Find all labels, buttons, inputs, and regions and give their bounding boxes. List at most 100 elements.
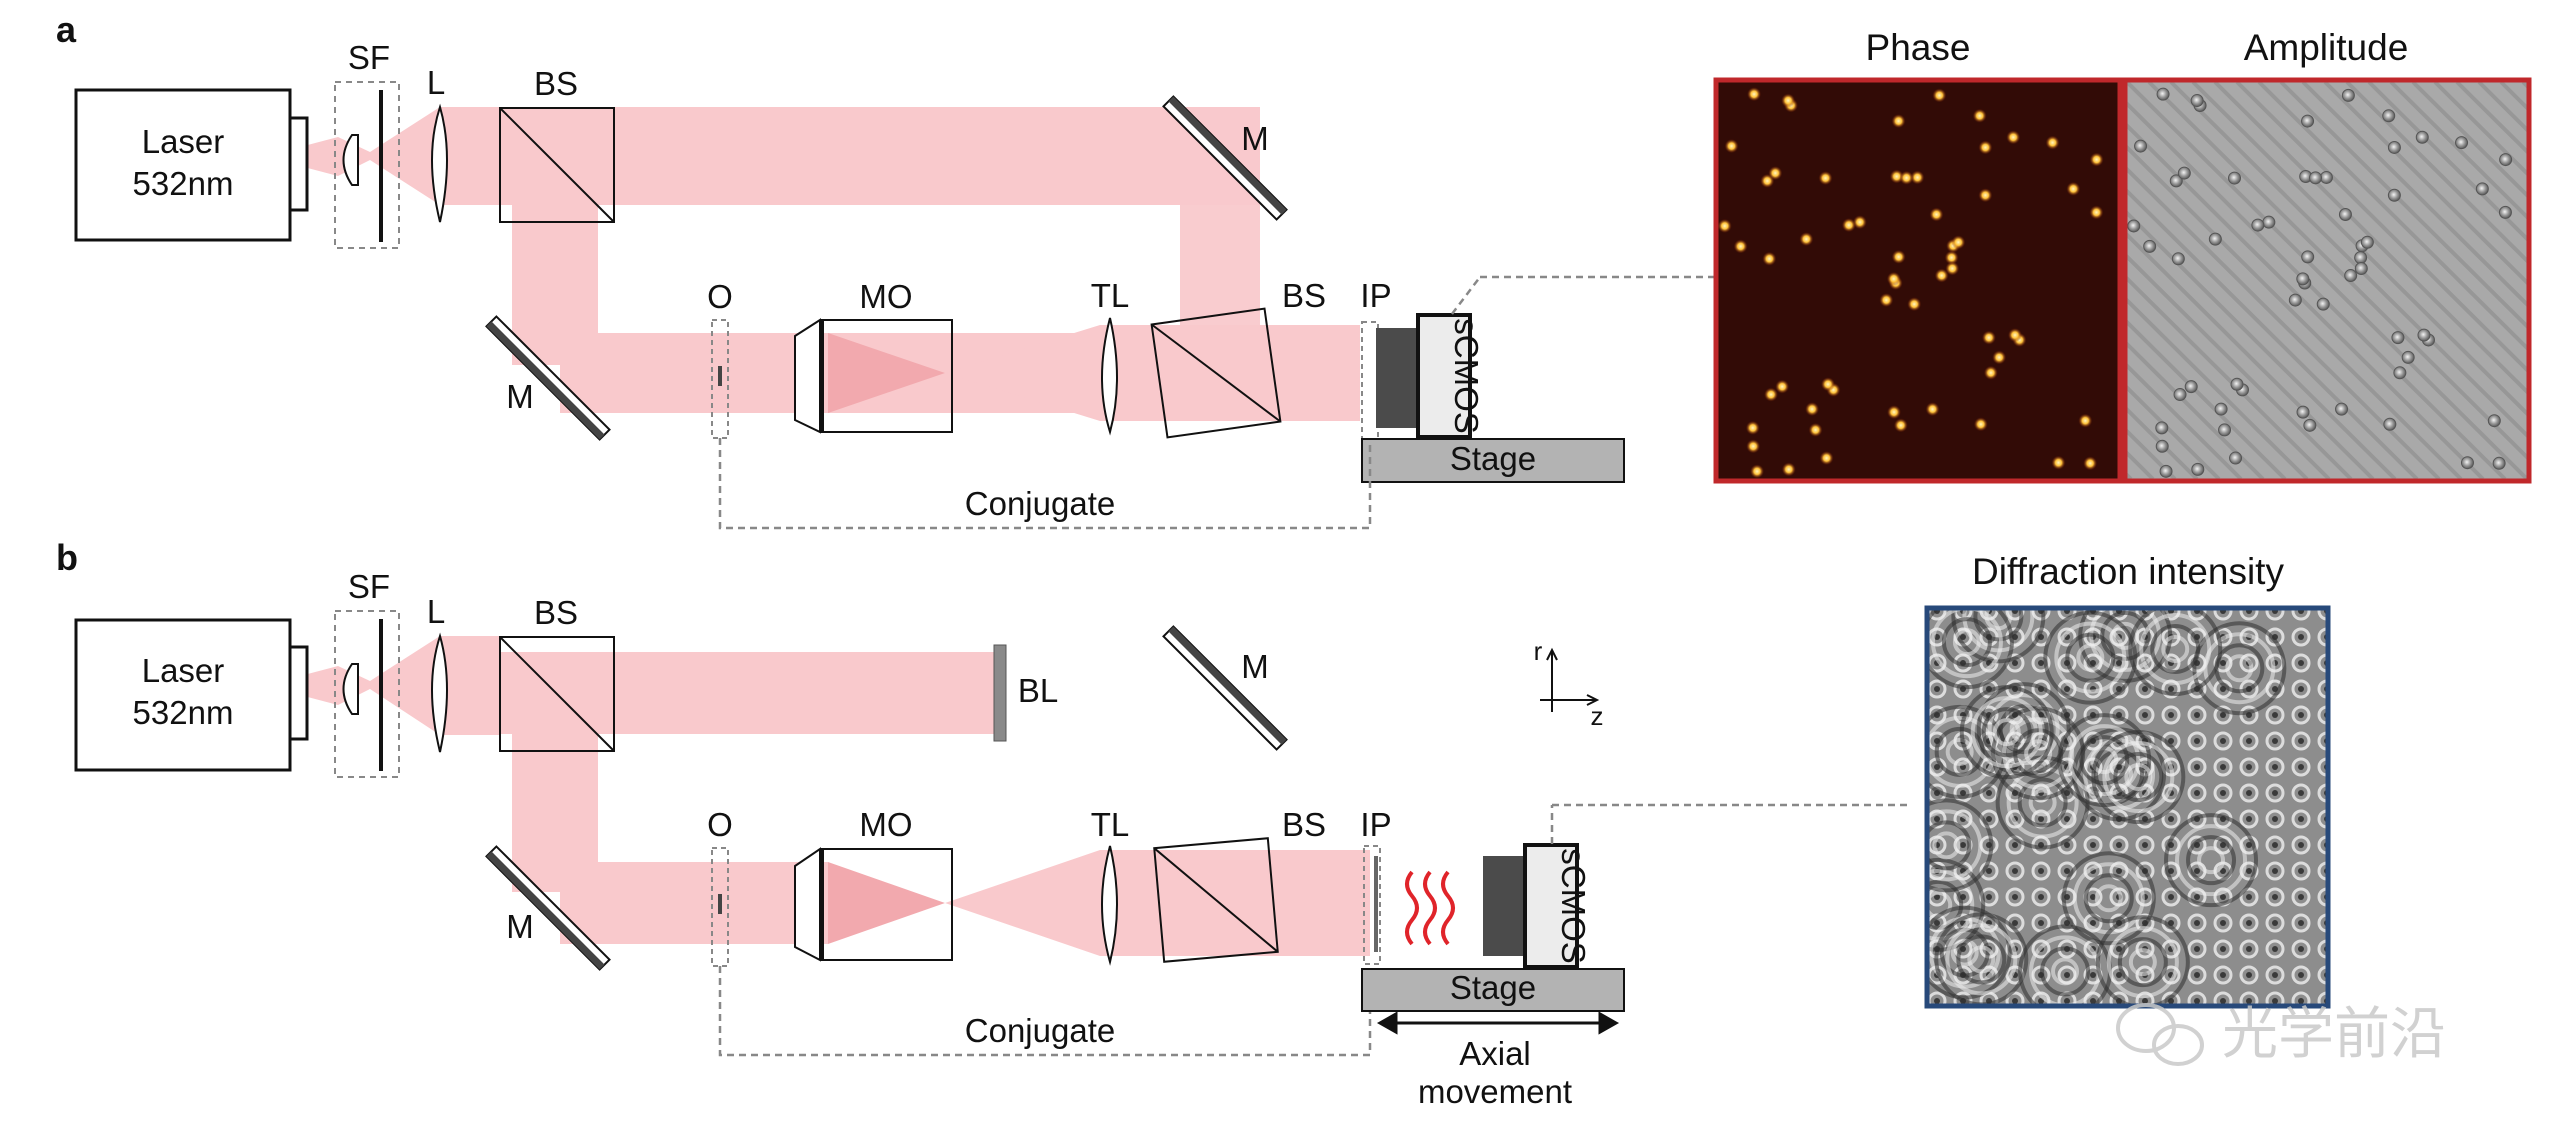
panel-a-mirror-left xyxy=(485,315,611,441)
amplitude-title: Amplitude xyxy=(2244,27,2409,68)
panel-a-conjugate-line xyxy=(718,438,1372,530)
panel-a-object-box xyxy=(711,319,729,439)
amplitude-bead xyxy=(2155,421,2169,435)
phase-bead xyxy=(1932,88,1947,103)
phase-bead xyxy=(1929,207,1944,222)
panel-a-bs1-label: BS xyxy=(534,65,578,102)
panel-b-bs1 xyxy=(499,636,615,752)
amplitude-bead xyxy=(2184,380,2198,394)
amplitude-bead xyxy=(2134,139,2148,153)
phase-bead xyxy=(1733,239,1748,254)
phase-bead xyxy=(1879,293,1894,308)
amplitude-bead xyxy=(2288,293,2302,307)
phase-bead xyxy=(1944,250,1959,265)
phase-bead xyxy=(1973,417,1988,432)
panel-a-bs2 xyxy=(1150,307,1282,439)
phase-bead xyxy=(1841,218,1856,233)
amplitude-bead xyxy=(2156,87,2170,101)
amplitude-bead xyxy=(2230,377,2244,391)
amplitude-bead xyxy=(2415,130,2429,144)
amplitude-bead xyxy=(2492,456,2506,470)
panel-b-conjugate-line xyxy=(718,966,1372,1057)
amplitude-bead xyxy=(2475,182,2489,196)
phase-bead xyxy=(1925,402,1940,417)
amplitude-bead xyxy=(2487,414,2501,428)
panel-a-camera-sensor xyxy=(1376,328,1418,428)
panel-b-object-box xyxy=(711,847,729,967)
panel-b-beams xyxy=(300,636,1370,956)
amplitude-bead xyxy=(2341,88,2355,102)
panel-a-laser-label-2: 532nm xyxy=(133,165,234,202)
panel-b-beam-block xyxy=(993,644,1007,742)
phase-title: Phase xyxy=(1866,27,1971,68)
phase-bead xyxy=(2007,328,2022,343)
phase-bead xyxy=(1819,451,1834,466)
panel-b-axis-r: r xyxy=(1534,636,1543,666)
amplitude-bead xyxy=(2214,402,2228,416)
amplitude-bead xyxy=(2143,239,2157,253)
panel-a-letter: a xyxy=(56,9,77,50)
panel-b-lens-l xyxy=(431,632,448,753)
panel-b-bs1-label: BS xyxy=(534,594,578,631)
panel-a-sf-box xyxy=(334,81,400,249)
panel-a-bs1 xyxy=(499,107,615,223)
amplitude-bead xyxy=(2354,261,2368,275)
amplitude-frame xyxy=(2122,77,2532,484)
phase-frame xyxy=(1713,77,2123,484)
diffraction-title: Diffraction intensity xyxy=(1972,551,2284,592)
panel-a-camera xyxy=(1416,313,1472,439)
panel-b-tube-lens xyxy=(1101,845,1118,966)
amplitude-bead xyxy=(2155,439,2169,453)
phase-bead xyxy=(1992,350,2007,365)
panel-a-mirror-top xyxy=(1162,95,1288,221)
panel-b-laser xyxy=(74,618,292,772)
amplitude-bead xyxy=(2382,109,2396,123)
amplitude-bead xyxy=(2127,219,2141,233)
panel-b-sf-label: SF xyxy=(348,568,390,605)
amplitude-bead xyxy=(2303,418,2317,432)
phase-bead xyxy=(2078,413,2093,428)
phase-bead xyxy=(1718,218,1732,233)
panel-a-lens-l xyxy=(431,103,448,223)
panel-a-tl-label: TL xyxy=(1091,277,1130,314)
amplitude-bead xyxy=(2383,417,2397,431)
amplitude-bead xyxy=(2460,456,2474,470)
panel-b-o-label: O xyxy=(707,806,733,843)
phase-bead xyxy=(2066,181,2081,196)
panel-b-image-plane xyxy=(1363,845,1381,965)
phase-bead xyxy=(1945,261,1960,276)
panel-b-axis-z: z xyxy=(1591,701,1604,731)
panel-a-m-left-label: M xyxy=(506,378,534,415)
amplitude-bead xyxy=(2296,405,2310,419)
phase-bead xyxy=(1781,93,1796,108)
phase-bead xyxy=(1891,114,1906,129)
amplitude-bead xyxy=(2190,94,2204,108)
panel-a-image-plane xyxy=(1361,321,1379,443)
amplitude-bead xyxy=(2309,171,2323,185)
panel-b: b Laser 532nm SF L BS BL xyxy=(56,537,2331,1110)
amplitude-bead xyxy=(2393,366,2407,380)
panel-b-bs2-label: BS xyxy=(1282,806,1326,843)
panel-a-sf-lens xyxy=(342,134,359,186)
panel-b-stage-label: Stage xyxy=(1450,969,1536,1006)
panel-b-laser-aperture xyxy=(288,645,309,741)
amplitude-bead xyxy=(2208,232,2222,246)
phase-bead xyxy=(1818,171,1833,186)
phase-bead xyxy=(1820,377,1835,392)
phase-bead xyxy=(1978,188,1993,203)
panel-b-mirror-left xyxy=(485,845,611,971)
phase-bead xyxy=(1887,405,1902,420)
panel-a-microscope-objective xyxy=(794,318,953,434)
amplitude-bead xyxy=(2319,170,2333,184)
panel-b-sf-lens xyxy=(342,663,359,715)
amplitude-bead xyxy=(2387,188,2401,202)
amplitude-bead xyxy=(2387,140,2401,154)
panel-a-mo-label: MO xyxy=(859,278,912,315)
diffraction-frame xyxy=(1924,605,2331,1009)
amplitude-bead xyxy=(2251,218,2265,232)
amplitude-bead xyxy=(2301,250,2315,264)
wechat-logo-icon xyxy=(2116,1003,2204,1066)
panel-b-conjugate-label: Conjugate xyxy=(965,1012,1115,1049)
amplitude-bead xyxy=(2262,215,2276,229)
